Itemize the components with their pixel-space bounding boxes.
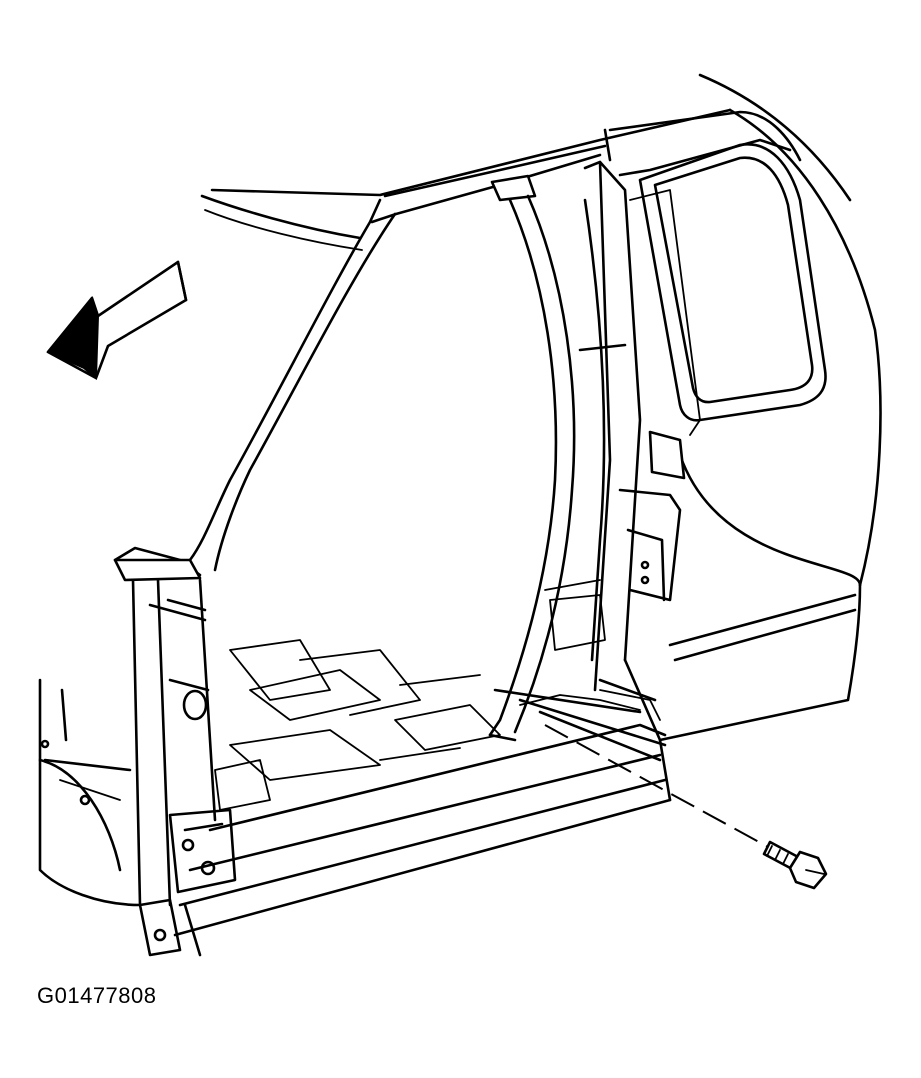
rear-window xyxy=(629,143,827,436)
quarter-panel xyxy=(623,108,882,742)
bolt-icon xyxy=(544,724,828,890)
arrow-front-icon xyxy=(46,260,188,381)
a-pillar xyxy=(113,144,607,907)
rocker-panel xyxy=(173,678,672,937)
roof-panel xyxy=(200,73,852,251)
front-fender xyxy=(38,678,142,907)
rear-door-frame xyxy=(578,110,802,692)
figure-id-label: G01477808 xyxy=(37,983,157,1008)
floor-pan xyxy=(214,579,661,811)
hinge-pillar-lower xyxy=(138,808,237,957)
b-pillar-weatherstrip xyxy=(488,174,576,742)
latch-bracket xyxy=(618,430,686,602)
